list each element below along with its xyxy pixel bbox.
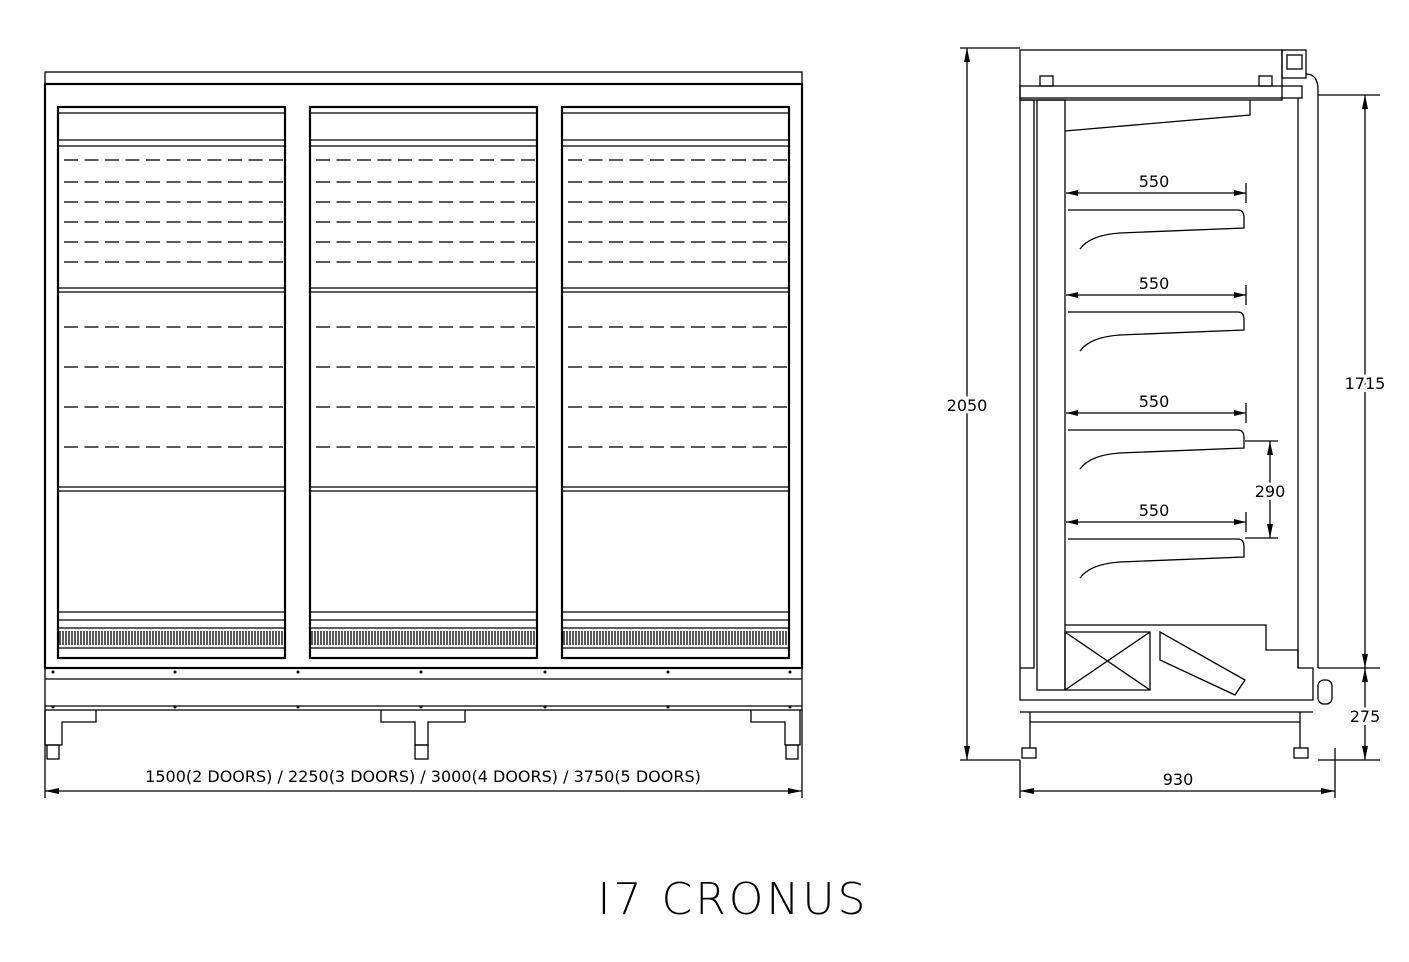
rear-duct — [1036, 99, 1066, 691]
depth-label: 930 — [1163, 770, 1194, 789]
foot — [750, 710, 801, 760]
total-height-dimension: 2050 — [944, 47, 1020, 761]
cabinet-frame — [43, 82, 804, 670]
door-glass — [1019, 99, 1035, 669]
width-dimension: 1500(2 DOORS) / 2250(3 DOORS) / 3000(4 D… — [44, 710, 803, 798]
base-plinth — [44, 667, 803, 711]
base-height-label: 275 — [1350, 707, 1381, 726]
shelf: 550 — [1066, 172, 1247, 250]
front-view: 1500(2 DOORS) / 2250(3 DOORS) / 3000(4 D… — [43, 71, 804, 798]
display-height-dimension: 1715 275 — [1318, 95, 1388, 761]
top-cap — [44, 71, 803, 85]
shelf: 550 — [1066, 274, 1247, 352]
shelf-depth-label: 550 — [1139, 274, 1170, 293]
width-label: 1500(2 DOORS) / 2250(3 DOORS) / 3000(4 D… — [145, 767, 701, 786]
total-height-label: 2050 — [947, 396, 988, 415]
door — [308, 105, 539, 660]
side-view: 550 550 550 550 2050 1715 275 930 — [944, 47, 1388, 798]
shelf-depth-label: 550 — [1139, 392, 1170, 411]
display-height-label: 1715 — [1345, 374, 1386, 393]
depth-dimension: 930 — [1019, 748, 1336, 798]
air-grille — [311, 631, 535, 645]
door — [560, 105, 791, 660]
shelf: 550 — [1066, 392, 1247, 470]
shelf-depth-label: 550 — [1139, 501, 1170, 520]
foot — [44, 710, 97, 760]
drawing-title: I7 CRONUS — [598, 874, 869, 925]
shelf-spacing-label: 290 — [1255, 482, 1286, 501]
air-grille — [59, 631, 283, 645]
foot — [380, 710, 466, 760]
shelf-spacing-dimension: 290 — [1245, 440, 1288, 539]
shelf: 550 — [1066, 501, 1247, 579]
air-grille — [563, 631, 787, 645]
shelf-depth-label: 550 — [1139, 172, 1170, 191]
door — [56, 105, 287, 660]
top-box — [1281, 49, 1307, 79]
top-canopy — [1019, 49, 1283, 101]
